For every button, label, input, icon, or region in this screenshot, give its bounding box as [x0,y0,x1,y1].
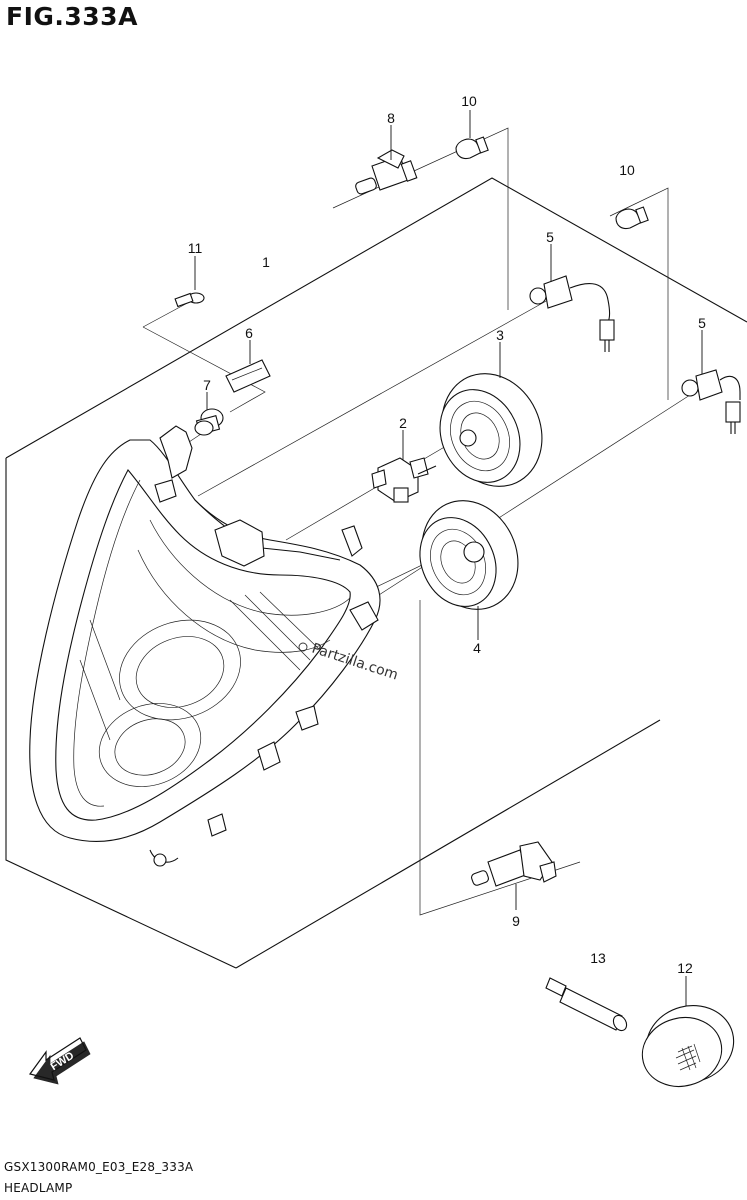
bulb-8 [355,149,418,195]
figure-code: GSX1300RAM0_E03_E28_333A [4,1160,194,1174]
callout-5-upper: 5 [546,229,554,245]
assembly-frame [5,127,747,969]
reflector-4 [419,500,519,610]
callout-13: 13 [590,950,606,966]
reflector-3 [439,373,543,487]
grommet-7 [194,408,224,436]
callout-6: 6 [245,325,253,341]
socket-5-lower [681,369,741,434]
figure-name: HEADLAMP [4,1181,73,1195]
callout-labels: 1 2 3 4 5 5 6 7 8 9 10 10 11 12 13 [188,93,706,976]
bulb-9 [471,841,557,887]
callout-2: 2 [399,415,407,431]
watermark-icon [298,642,308,652]
callout-4: 4 [473,640,481,656]
cap-12 [641,1005,735,1087]
screw-11 [174,292,205,308]
label-6 [225,359,271,393]
callout-5-lower: 5 [698,315,706,331]
connector-2 [371,457,437,503]
callout-11: 11 [188,240,203,256]
callout-1: 1 [262,254,270,270]
leader-lines [194,110,703,1006]
callout-8: 8 [387,110,395,126]
callout-3: 3 [496,327,504,343]
fwd-arrow: FWD [28,1037,91,1085]
callout-10-lower: 10 [619,162,635,178]
bulb-10-lower [615,206,649,230]
socket-5-upper [529,275,615,352]
figure-title: FIG.333A [6,2,138,31]
callout-10-upper: 10 [461,93,477,109]
callout-12: 12 [677,960,693,976]
headlamp-housing [29,425,381,867]
callout-9: 9 [512,913,520,929]
spacer-13 [545,977,628,1032]
bulb-10-upper [455,136,489,160]
callout-7: 7 [203,377,211,393]
